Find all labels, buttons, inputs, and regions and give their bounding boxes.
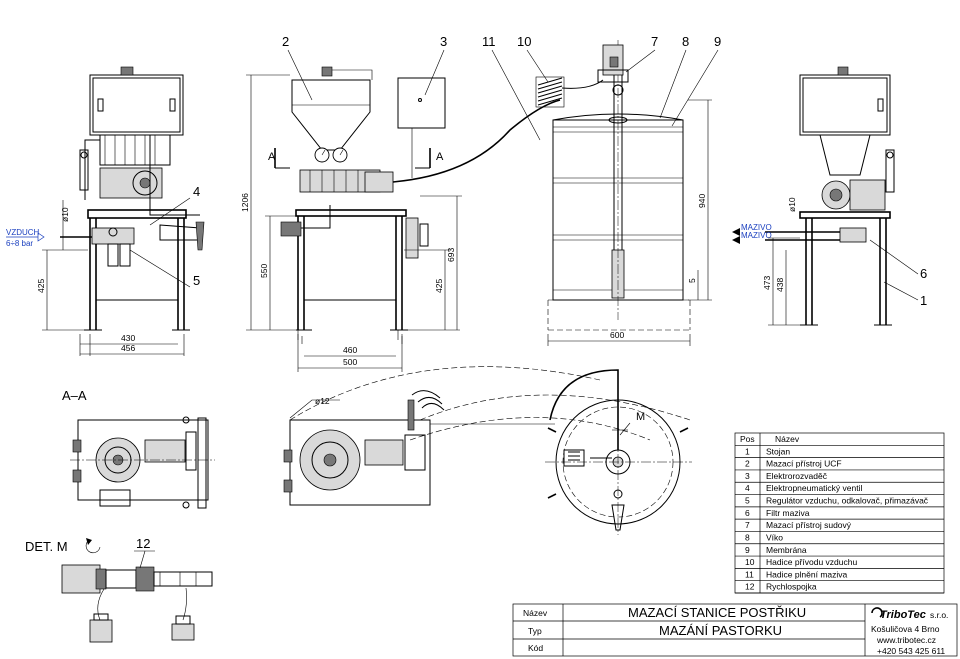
parts-row-pos: 10 bbox=[745, 557, 755, 567]
parts-row-name: Mazací přístroj sudový bbox=[766, 520, 852, 530]
company-address: Košuličova 4 Brno bbox=[871, 624, 940, 634]
callout-2: 2 bbox=[282, 34, 289, 49]
callout-6: 6 bbox=[920, 266, 927, 281]
top-view: ø12 bbox=[283, 366, 691, 506]
dim-phi12: ø12 bbox=[315, 396, 330, 406]
dim-phi10-left: ø10 bbox=[60, 207, 70, 222]
dim-456: 456 bbox=[121, 343, 135, 353]
callout-9: 9 bbox=[714, 34, 721, 49]
parts-row-pos: 3 bbox=[745, 471, 750, 481]
dim-693: 693 bbox=[446, 248, 456, 262]
dim-425-mid: 425 bbox=[434, 279, 444, 293]
parts-row-pos: 9 bbox=[745, 545, 750, 555]
label-vzduch: VZDUCH bbox=[6, 228, 40, 237]
dim-940: 940 bbox=[697, 194, 707, 208]
company-web: www.tribotec.cz bbox=[876, 635, 936, 645]
dim-5: 5 bbox=[687, 278, 697, 283]
parts-header-pos: Pos bbox=[740, 434, 755, 444]
dim-460: 460 bbox=[343, 345, 357, 355]
callout-3: 3 bbox=[440, 34, 447, 49]
dim-500: 500 bbox=[343, 357, 357, 367]
dim-425-left: 425 bbox=[36, 279, 46, 293]
dim-438: 438 bbox=[775, 278, 785, 292]
parts-row-name: Mazací přístroj UCF bbox=[766, 459, 842, 469]
label-mazivo-1: MAZIVO bbox=[741, 223, 772, 232]
callout-11: 11 bbox=[482, 34, 496, 49]
parts-row-name: Membrána bbox=[766, 545, 807, 555]
parts-row-pos: 12 bbox=[745, 582, 755, 592]
parts-row-name: Víko bbox=[766, 532, 783, 542]
parts-row-pos: 11 bbox=[745, 569, 754, 579]
side-view: 1206 550 425 693 460 500 A A 2 3 bbox=[240, 34, 561, 372]
title-block: Název Typ Kód MAZACÍ STANICE POSTŘIKU MA… bbox=[512, 603, 958, 657]
dim-phi10-right: ø10 bbox=[787, 197, 797, 212]
parts-row-pos: 4 bbox=[745, 483, 750, 493]
parts-row-pos: 8 bbox=[745, 532, 750, 542]
parts-row-pos: 5 bbox=[745, 496, 750, 506]
title-label-type: Typ bbox=[528, 626, 542, 636]
callout-5: 5 bbox=[193, 273, 200, 288]
dim-473: 473 bbox=[762, 276, 772, 290]
section-a-a-view: A–A bbox=[62, 388, 215, 509]
parts-row-name: Rychlospojka bbox=[766, 582, 817, 592]
callout-1: 1 bbox=[920, 293, 927, 308]
dim-1206: 1206 bbox=[240, 193, 250, 212]
dim-430: 430 bbox=[121, 333, 135, 343]
parts-row-name: Hadice přívodu vzduchu bbox=[766, 557, 857, 567]
parts-row-name: Elektropneumatický ventil bbox=[766, 483, 862, 493]
dim-600: 600 bbox=[610, 330, 624, 340]
parts-row-pos: 2 bbox=[745, 459, 750, 469]
parts-header-name: Název bbox=[775, 434, 800, 444]
callout-4: 4 bbox=[193, 184, 200, 199]
parts-row-pos: 7 bbox=[745, 520, 750, 530]
company-phone: +420 543 425 611 bbox=[877, 646, 945, 656]
barrel-view: 940 5 600 11 10 7 8 9 bbox=[482, 34, 721, 346]
title-label-name: Název bbox=[523, 608, 548, 618]
section-a-left: A bbox=[268, 151, 276, 163]
parts-row-name: Filtr maziva bbox=[766, 508, 810, 518]
title-type-value: MAZÁNÍ PASTORKU bbox=[659, 623, 782, 638]
parts-row-name: Stojan bbox=[766, 446, 790, 456]
parts-row-name: Elektrorozvaděč bbox=[766, 471, 828, 481]
right-view: MAZIVO MAZIVO ø10 473 438 6 1 bbox=[732, 66, 927, 326]
parts-row-name: Hadice plnění maziva bbox=[766, 569, 848, 579]
callout-8: 8 bbox=[682, 34, 689, 49]
label-mazivo-2: MAZIVO bbox=[741, 231, 772, 240]
svg-text:TriboTec: TriboTec bbox=[880, 609, 926, 621]
section-a-right: A bbox=[436, 151, 444, 163]
parts-row-pos: 6 bbox=[745, 508, 750, 518]
label-pressure: 6÷8 bar bbox=[6, 239, 33, 248]
company-logo: TriboTec s.r.o. bbox=[871, 607, 948, 621]
marker-m: M bbox=[636, 411, 645, 423]
dim-550: 550 bbox=[259, 264, 269, 278]
callout-7: 7 bbox=[651, 34, 658, 49]
parts-row-name: Regulátor vzduchu, odkalovač, přimazávač bbox=[766, 496, 929, 506]
front-view: 425 ø10 VZDUCH 6÷8 bar 430 456 4 5 bbox=[6, 66, 205, 356]
company-suffix: s.r.o. bbox=[930, 610, 948, 620]
parts-table: 1 Stojan 2 Mazací přístroj UCF 3 Elektrorozva… bbox=[734, 432, 945, 594]
title-name-value: MAZACÍ STANICE POSTŘIKU bbox=[628, 605, 806, 620]
label-section-aa: A–A bbox=[62, 388, 87, 403]
title-label-code: Kód bbox=[528, 643, 543, 653]
label-detail-m: DET. M bbox=[25, 539, 68, 554]
callout-12: 12 bbox=[136, 536, 150, 551]
callout-10: 10 bbox=[517, 34, 531, 49]
detail-m-view: DET. M 12 bbox=[25, 536, 213, 643]
parts-row-pos: 1 bbox=[745, 446, 750, 456]
barrel-top-view: M bbox=[545, 369, 692, 535]
